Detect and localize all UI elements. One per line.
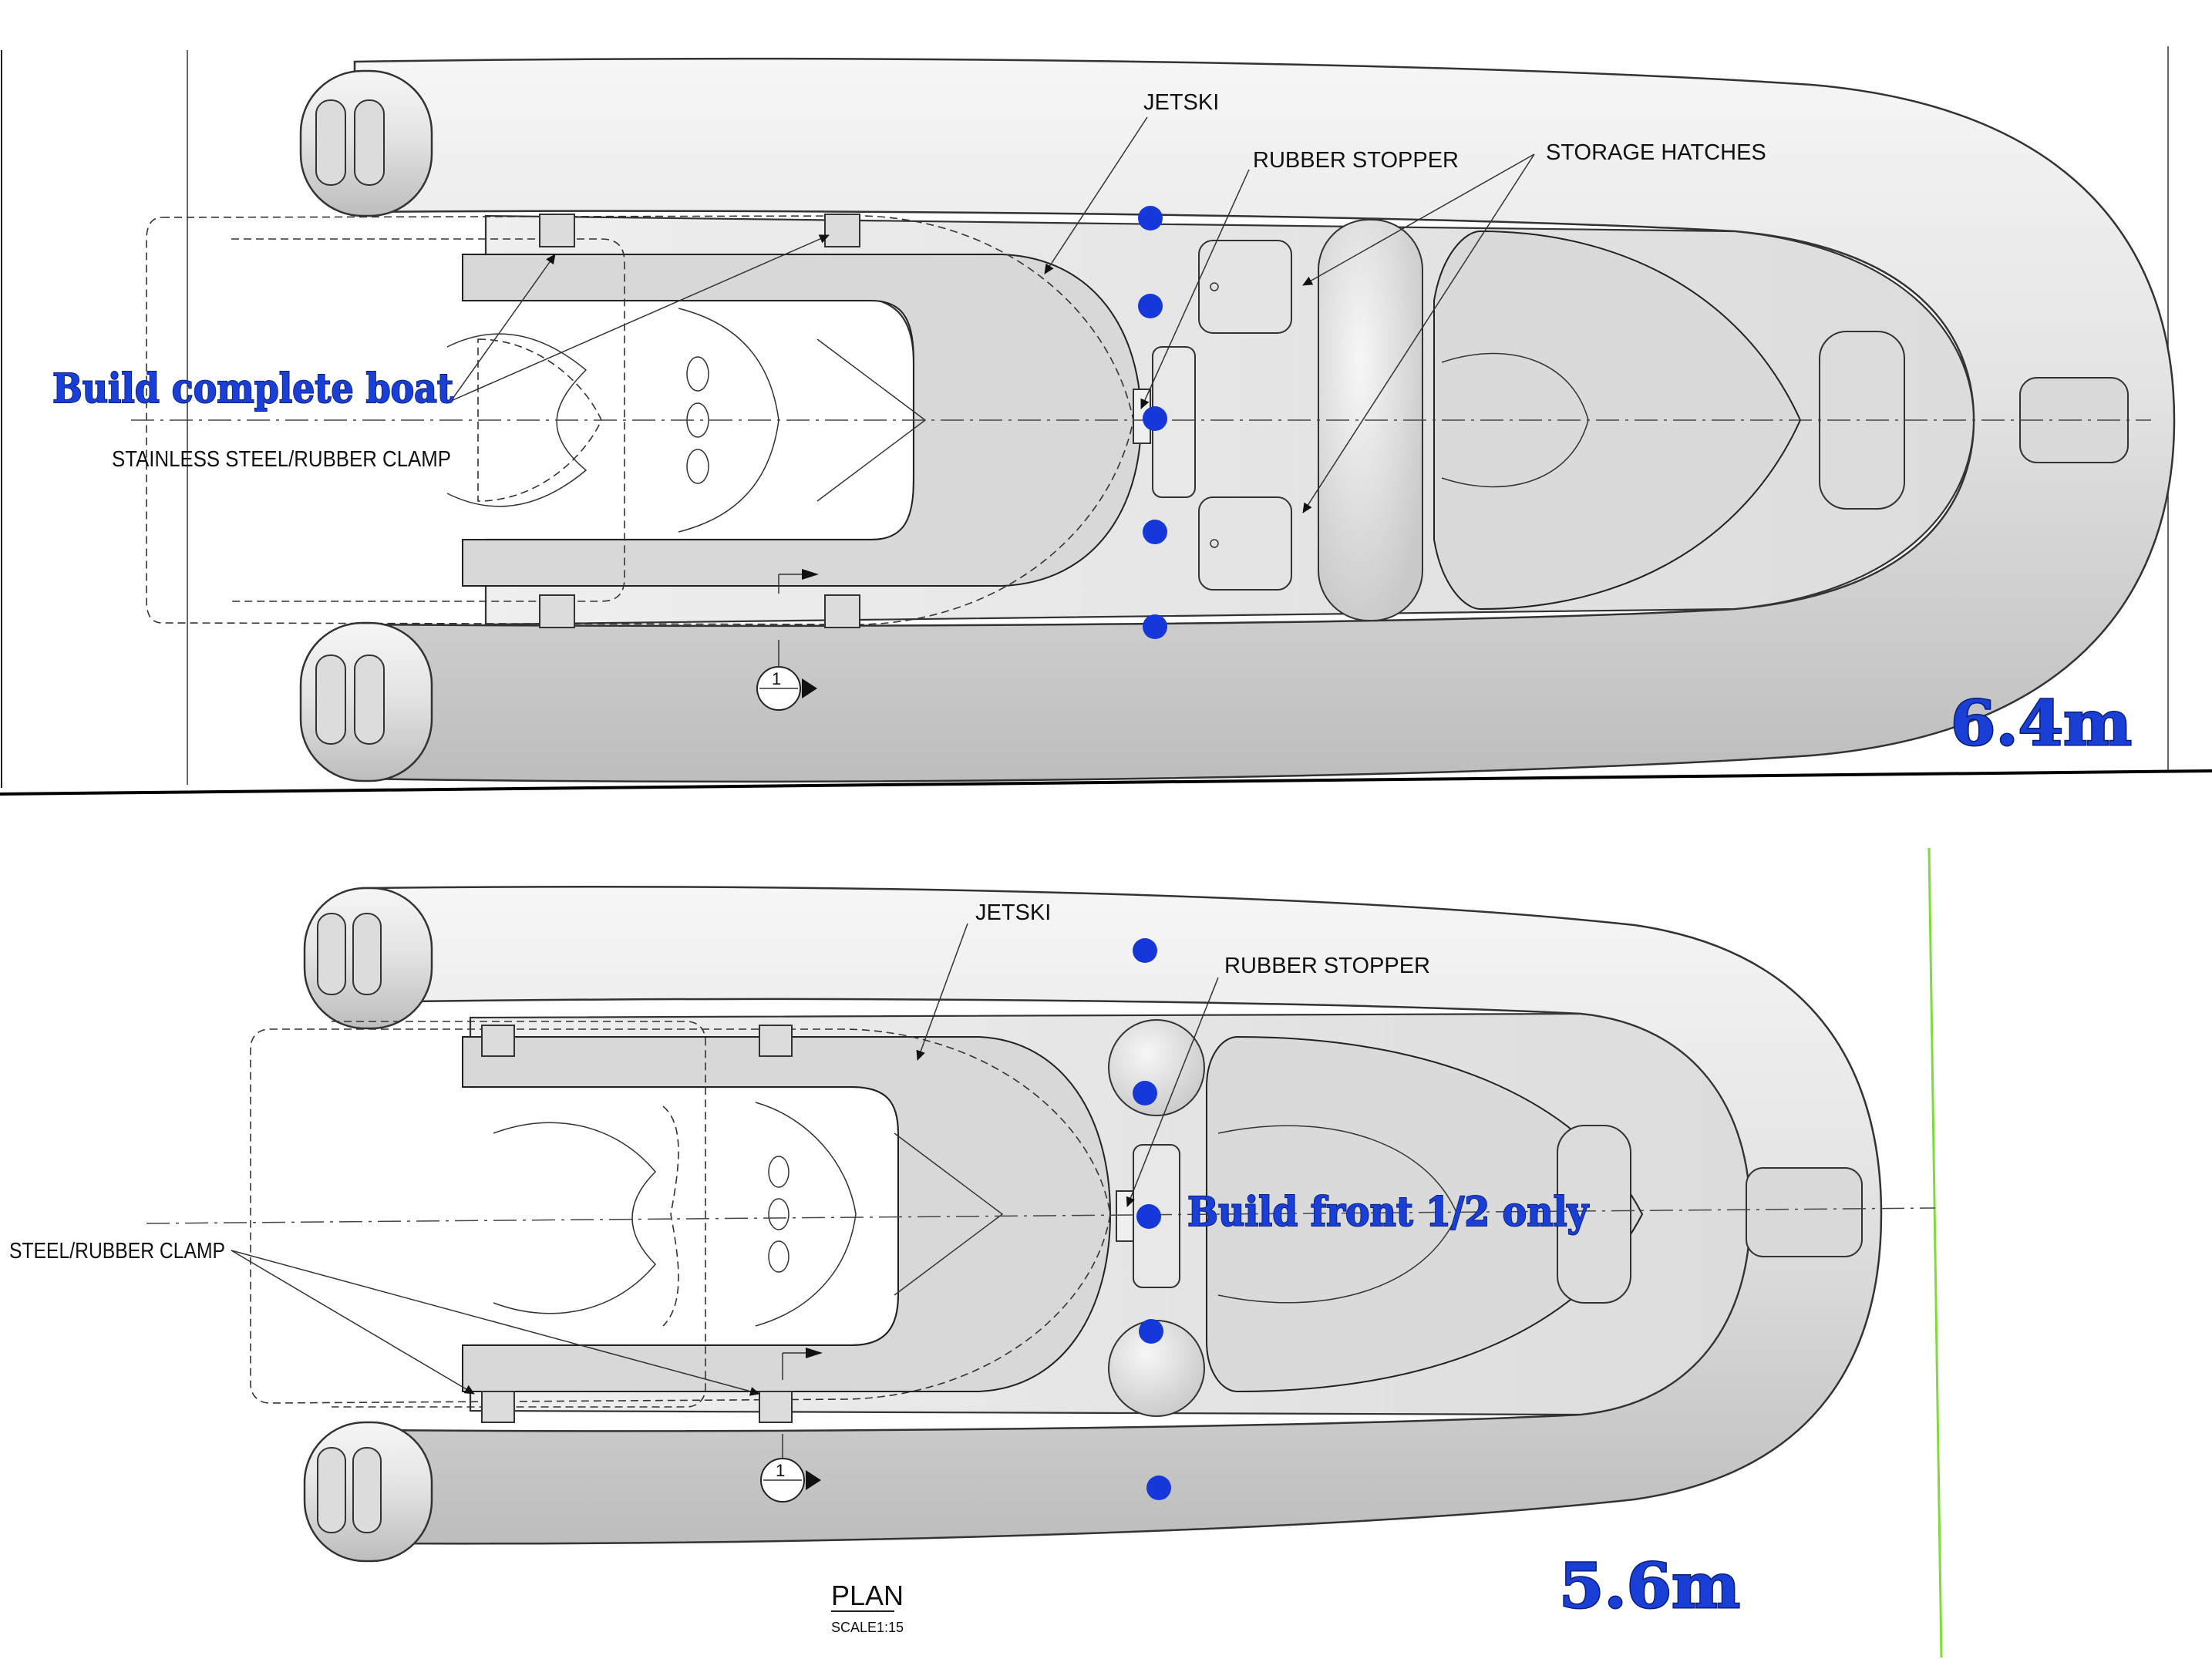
leader-jetski-bottom [916, 923, 968, 1061]
clamp-upper-aft [539, 214, 575, 247]
hatch-knob-upper [1210, 282, 1219, 291]
tube-end-cap-upper-bottom [303, 887, 433, 1030]
leader-hatch-upper [1302, 153, 1535, 286]
marker-dot-bottom-2 [1133, 1081, 1157, 1105]
clamp-upper-fwd-bottom [759, 1025, 793, 1057]
bow-pad-bottom [1557, 1125, 1631, 1304]
plan-title: PLAN [831, 1580, 904, 1611]
section-marker-bottom: 1 [760, 1348, 823, 1503]
storage-hatch-upper [1198, 240, 1292, 334]
hatch-knob-lower [1210, 539, 1219, 548]
jetski-slot [462, 254, 1143, 587]
marker-dot-top-5 [1143, 614, 1167, 639]
leader-clamp-bottom-1 [231, 1250, 475, 1395]
label-rubber-stopper-bottom: RUBBER STOPPER [1224, 954, 1430, 978]
clamp-upper-fwd [824, 214, 860, 247]
plan-scale: SCALE1:15 [831, 1620, 904, 1635]
guide-line-green [1928, 847, 1943, 1658]
marker-dot-top-3 [1143, 406, 1167, 431]
marker-dot-bottom-3 [1136, 1204, 1161, 1229]
label-rubber-stopper-top: RUBBER STOPPER [1253, 148, 1459, 173]
divider-line [0, 769, 2212, 796]
centre-line-bottom [146, 1207, 1936, 1224]
seat-bottom [1206, 1035, 1644, 1393]
leader-rubber-stopper-bottom [1126, 977, 1219, 1207]
label-clamp-top: STAINLESS STEEL/RUBBER CLAMP [112, 447, 451, 472]
size-label-bottom: 5.6m [1559, 1550, 1740, 1622]
marker-dot-bottom-5 [1146, 1476, 1171, 1500]
clamp-lower-fwd [824, 594, 860, 628]
section-marker-top: 1 [756, 569, 819, 711]
marker-dot-top-1 [1138, 206, 1163, 231]
seat-inner-bottom [1217, 1125, 1458, 1304]
section-marker-number: 1 [772, 669, 781, 688]
marker-dot-bottom-1 [1133, 938, 1157, 963]
leader-jetski [1044, 116, 1148, 274]
leader-rubber-stopper [1140, 169, 1250, 409]
marker-dot-bottom-4 [1139, 1319, 1163, 1344]
bottom-plan: 1 JETSKI RUBBER STOPPER STEEL/RUBBER CLA… [9, 847, 1943, 1658]
clamp-lower-aft-bottom [481, 1391, 515, 1423]
clamp-upper-aft-bottom [481, 1025, 515, 1057]
note-build-complete: Build complete boat [52, 365, 453, 412]
pod-upper [1108, 1019, 1205, 1116]
clamp-lower-aft [539, 594, 575, 628]
section-marker-number-bottom: 1 [776, 1461, 785, 1480]
jetski-slot-bottom [462, 1036, 1112, 1392]
size-label-top: 6.4m [1951, 687, 2132, 759]
top-plan: 1 JETSKI RUBBER STOPPER STORAGE HATCHES … [0, 46, 2212, 796]
leader-clamp-1 [450, 254, 556, 402]
label-clamp-bottom: STEEL/RUBBER CLAMP [9, 1239, 225, 1264]
label-jetski-bottom: JETSKI [975, 900, 1051, 925]
marker-dot-top-2 [1138, 294, 1163, 318]
tube-end-cap-upper [299, 69, 433, 217]
clamp-lower-fwd-bottom [759, 1391, 793, 1423]
label-jetski-top: JETSKI [1143, 90, 1219, 115]
marker-dot-top-4 [1143, 520, 1167, 544]
leader-clamp-2 [450, 234, 830, 402]
note-build-front-half: Build front 1/2 only [1187, 1189, 1590, 1236]
leader-clamp-bottom-2 [231, 1250, 760, 1396]
leader-hatch-lower [1302, 153, 1535, 513]
bow-cleat-bottom [1746, 1167, 1863, 1257]
label-storage-hatches: STORAGE HATCHES [1546, 140, 1766, 165]
storage-hatch-lower [1198, 496, 1292, 591]
tube-end-cap-lower-bottom [303, 1421, 433, 1563]
tube-end-cap-lower [299, 621, 433, 782]
jetski-outline-bottom [250, 1021, 1111, 1408]
